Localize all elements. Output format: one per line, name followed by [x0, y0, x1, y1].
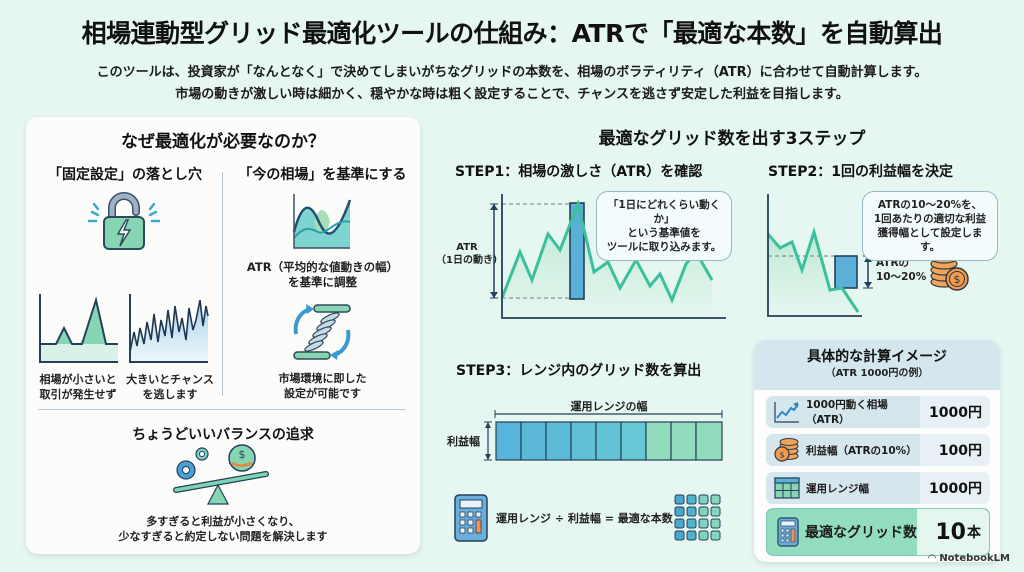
result-label: 最適なグリッド数 [805, 525, 917, 541]
svg-text:$: $ [954, 273, 961, 286]
wave-chart-icon [292, 194, 352, 249]
step3-title: STEP3：レンジ内のグリッド数を算出 [456, 363, 702, 379]
calc-row-profit: $ 利益幅（ATRの10%） 100円 [766, 434, 990, 466]
step1-title: STEP1：相場の激しさ（ATR）を確認 [455, 164, 703, 180]
coins-icon: $ [774, 438, 799, 462]
fixed-setting-heading: 「固定設定」の落とし穴 [48, 167, 202, 183]
atr-axis-label: ATR （1日の動き） [436, 242, 503, 266]
horizontal-divider [38, 409, 406, 410]
calculator-icon [454, 494, 488, 542]
atr-basis-caption: ATR（平均的な値動きの幅） を基準に調整 [246, 260, 399, 289]
low-volatility-chart-icon [39, 294, 118, 363]
balance-scale-icon: $ [173, 444, 269, 505]
current-market-heading: 「今の相場」を基準にする [238, 167, 407, 183]
table-grid-icon [774, 477, 800, 499]
balance-heading: ちょうどいいバランスの追求 [132, 427, 314, 443]
grid-blocks-icon [674, 494, 721, 541]
vertical-divider [222, 172, 223, 396]
subtitle-line-2: 市場の動きが激しい時は細かく、穏やかな時は粗く設定することで、チャンスを逃さず安… [175, 87, 849, 102]
page-subtitle: このツールは、投資家が「なんとなく」で決めてしまいがちなグリッドの本数を、相場の… [0, 62, 1024, 106]
calc-subtitle: （ATR 1000円の例） [825, 368, 929, 379]
calculation-example-card: 具体的な計算イメージ （ATR 1000円の例） 1000円動く相場（ATR） … [754, 340, 1000, 562]
page-title: 相場連動型グリッド最適化ツールの仕組み：ATRで「最適な本数」を自動算出 [81, 19, 943, 48]
profit-width-arrow [484, 421, 492, 461]
grid-formula: 運用レンジ ÷ 利益幅 = 最適な本数 [496, 512, 673, 525]
operating-range-label: 運用レンジの幅 [570, 400, 648, 413]
calc-header: 具体的な計算イメージ （ATR 1000円の例） [754, 340, 1000, 390]
svg-text:$: $ [239, 448, 246, 461]
steps-title: 最適なグリッド数を出す3ステップ [598, 129, 866, 149]
balance-caption: 多すぎると利益が小さくなり、 少なすぎると約定しない問題を解決します [118, 515, 328, 543]
spring-adjust-icon [293, 304, 351, 360]
svg-text:$: $ [779, 451, 784, 460]
notebooklm-logo: ◠ NotebookLM [928, 553, 1010, 564]
notebooklm-icon: ◠ [928, 553, 940, 564]
small-market-caption: 相場が小さいと 取引が発生せず [39, 373, 117, 401]
calculator-icon [777, 517, 799, 547]
step2-speech-bubble: ATRの10〜20%を、 1回あたりの適切な利益 獲得幅として設定します。 [862, 191, 998, 261]
step2-profit-chart [766, 194, 873, 317]
step1-atr-chart [490, 194, 726, 319]
subtitle-line-1: このツールは、投資家が「なんとなく」で決めてしまいがちなグリッドの本数を、相場の… [96, 65, 928, 80]
step2-title: STEP2：1回の利益幅を決定 [768, 164, 953, 180]
grid-range-diagram [494, 410, 723, 461]
calc-row-range: 運用レンジ幅 1000円 [766, 472, 990, 504]
trend-up-icon [774, 402, 799, 423]
large-market-caption: 大きいとチャンス を逃します [126, 373, 214, 401]
market-environment-caption: 市場環境に即した 設定が可能です [278, 372, 367, 400]
calc-row-atr: 1000円動く相場（ATR） 1000円 [766, 396, 990, 428]
why-section-title: なぜ最適化が必要なのか？ [121, 132, 325, 152]
calc-title: 具体的な計算イメージ [807, 349, 947, 365]
step1-speech-bubble: 「1日にどれくらい動くか」 という基準値を ツールに取り込みます。 [596, 191, 732, 261]
broken-lock-icon [87, 192, 161, 250]
profit-width-label: 利益幅 [447, 435, 480, 448]
high-volatility-chart-icon [129, 294, 209, 363]
